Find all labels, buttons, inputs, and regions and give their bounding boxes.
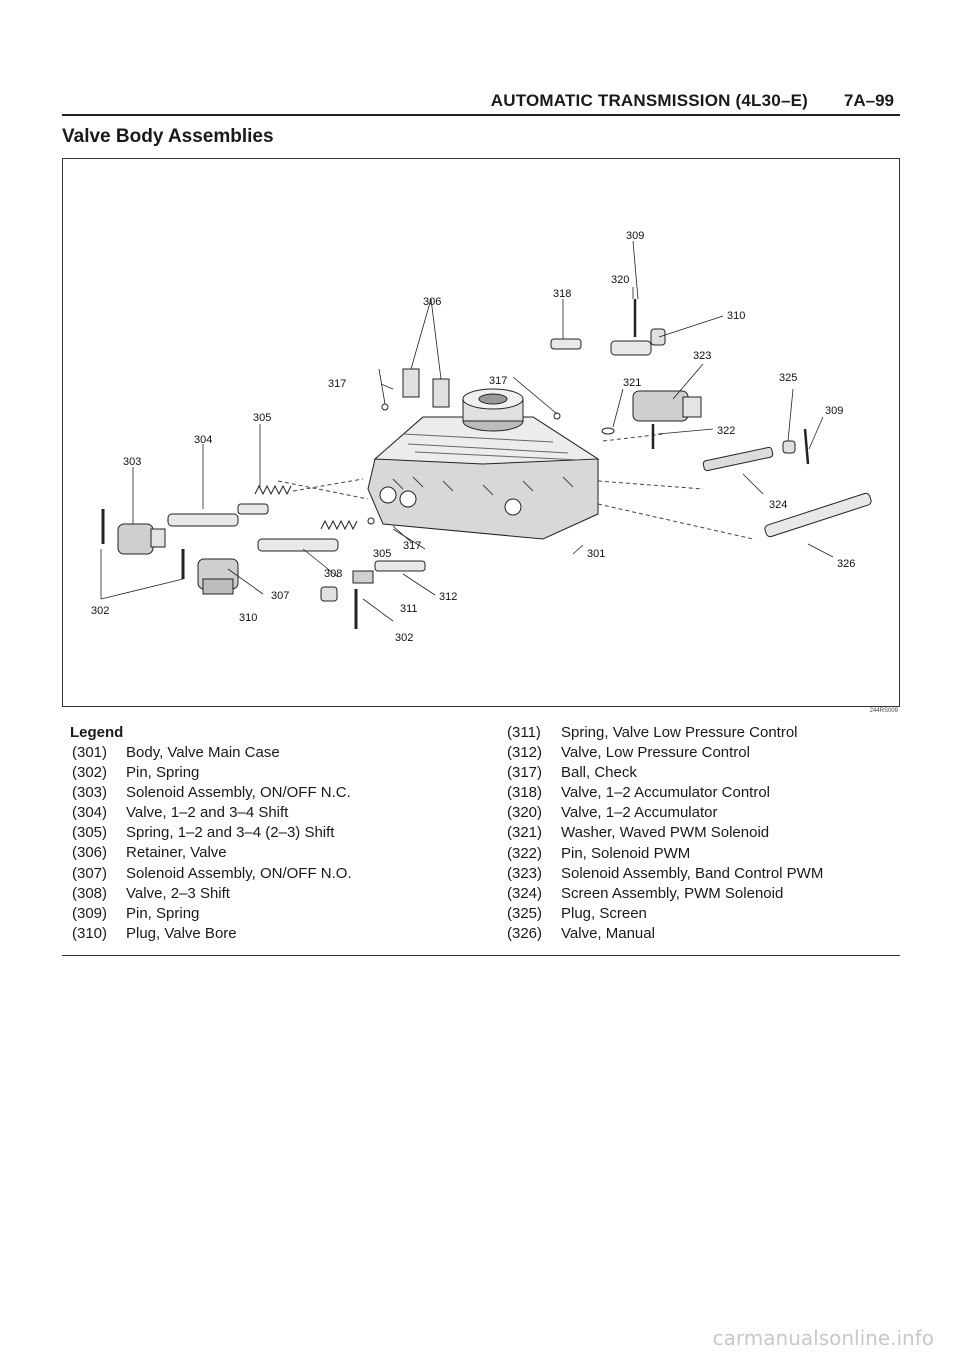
label-308: 308	[324, 568, 342, 580]
manual-valve-326	[764, 492, 872, 538]
legend-heading: Legend	[70, 724, 124, 741]
label-302a: 302	[91, 605, 109, 617]
legend-item: (324)Screen Assembly, PWM Solenoid	[507, 884, 784, 902]
legend-item: (311)Spring, Valve Low Pressure Control	[507, 724, 798, 741]
label-321: 321	[623, 377, 641, 389]
spring-305	[254, 484, 292, 496]
legend-item: (302)Pin, Spring	[72, 764, 200, 782]
plug-310b	[650, 328, 666, 346]
label-307: 307	[271, 590, 289, 602]
exploded-view-figure: 301 302 302 303 304 305 305 306 307 308 …	[62, 158, 900, 707]
watermark: carmanualsonline.info	[712, 1326, 934, 1350]
label-326: 326	[837, 558, 855, 570]
valve-body-illustration: 301 302 302 303 304 305 305 306 307 308 …	[91, 230, 872, 644]
header-title: AUTOMATIC TRANSMISSION (4L30–E)	[490, 91, 808, 110]
legend-item: (318)Valve, 1–2 Accumulator Control	[507, 784, 770, 802]
spring-305b	[320, 519, 358, 531]
page-number: 7A–99	[843, 91, 894, 110]
label-318: 318	[553, 288, 571, 300]
valve-308	[257, 538, 339, 552]
bottom-rule	[62, 955, 900, 956]
legend-left-column: (301)Body, Valve Main Case (302)Pin, Spr…	[72, 744, 352, 945]
section-title: Valve Body Assemblies	[62, 126, 274, 147]
label-324: 324	[769, 499, 787, 511]
legend-item: (320)Valve, 1–2 Accumulator	[507, 804, 718, 822]
header-rule	[62, 114, 900, 116]
label-317c: 317	[403, 540, 421, 552]
legend-item: (305)Spring, 1–2 and 3–4 (2–3) Shift	[72, 824, 335, 842]
retainer-306b	[432, 378, 450, 408]
legend-item: (322)Pin, Solenoid PWM	[507, 844, 691, 862]
label-310a: 310	[239, 612, 257, 624]
legend-item: (309)Pin, Spring	[72, 904, 200, 922]
label-322: 322	[717, 425, 735, 437]
label-301: 301	[587, 548, 605, 560]
legend-item: (326)Valve, Manual	[507, 924, 655, 942]
label-325: 325	[779, 372, 797, 384]
valve-304	[167, 503, 269, 527]
label-305a: 305	[253, 412, 271, 424]
label-317a: 317	[328, 378, 346, 390]
valve-main-case	[367, 388, 600, 540]
valve-320	[610, 340, 652, 356]
label-312: 312	[439, 591, 457, 603]
legend-item: (304)Valve, 1–2 and 3–4 Shift	[72, 804, 289, 822]
label-309b: 309	[825, 405, 843, 417]
label-304: 304	[194, 434, 212, 446]
label-303: 303	[123, 456, 141, 468]
solenoid-303	[101, 509, 166, 555]
legend-item: (307)Solenoid Assembly, ON/OFF N.O.	[72, 864, 352, 882]
figure-code: 244RS009	[869, 708, 898, 714]
label-317b: 317	[489, 375, 507, 387]
label-305b: 305	[373, 548, 391, 560]
label-311: 311	[400, 603, 418, 615]
legend-item: (310)Plug, Valve Bore	[72, 924, 237, 942]
plug-325	[782, 440, 796, 454]
legend-item: (325)Plug, Screen	[507, 904, 647, 922]
legend-item: (306)Retainer, Valve	[72, 844, 227, 862]
label-302b: 302	[395, 632, 413, 644]
legend-item: (323)Solenoid Assembly, Band Control PWM	[507, 864, 824, 882]
label-323: 323	[693, 350, 711, 362]
plug-310	[320, 586, 338, 602]
retainer-306a	[402, 368, 420, 398]
spring-311	[352, 570, 374, 584]
legend-item: (301)Body, Valve Main Case	[72, 744, 280, 761]
legend-item: (303)Solenoid Assembly, ON/OFF N.C.	[72, 784, 351, 802]
label-306: 306	[423, 296, 441, 308]
legend-item: (321)Washer, Waved PWM Solenoid	[507, 824, 770, 842]
legend-right-column: (311)Spring, Valve Low Pressure Control …	[507, 724, 823, 945]
label-309a: 309	[626, 230, 644, 242]
legend-item: (312)Valve, Low Pressure Control	[507, 744, 750, 762]
valve-318	[550, 338, 582, 350]
page-header: AUTOMATIC TRANSMISSION (4L30–E) 7A–99	[62, 88, 900, 116]
valve-312	[374, 560, 426, 572]
solenoid-323	[601, 390, 702, 449]
legend-item: (308)Valve, 2–3 Shift	[72, 884, 230, 902]
solenoid-307	[181, 549, 239, 595]
legend-item: (317)Ball, Check	[507, 764, 637, 782]
label-320: 320	[611, 274, 629, 286]
screen-324	[702, 446, 774, 472]
label-310b: 310	[727, 310, 745, 322]
